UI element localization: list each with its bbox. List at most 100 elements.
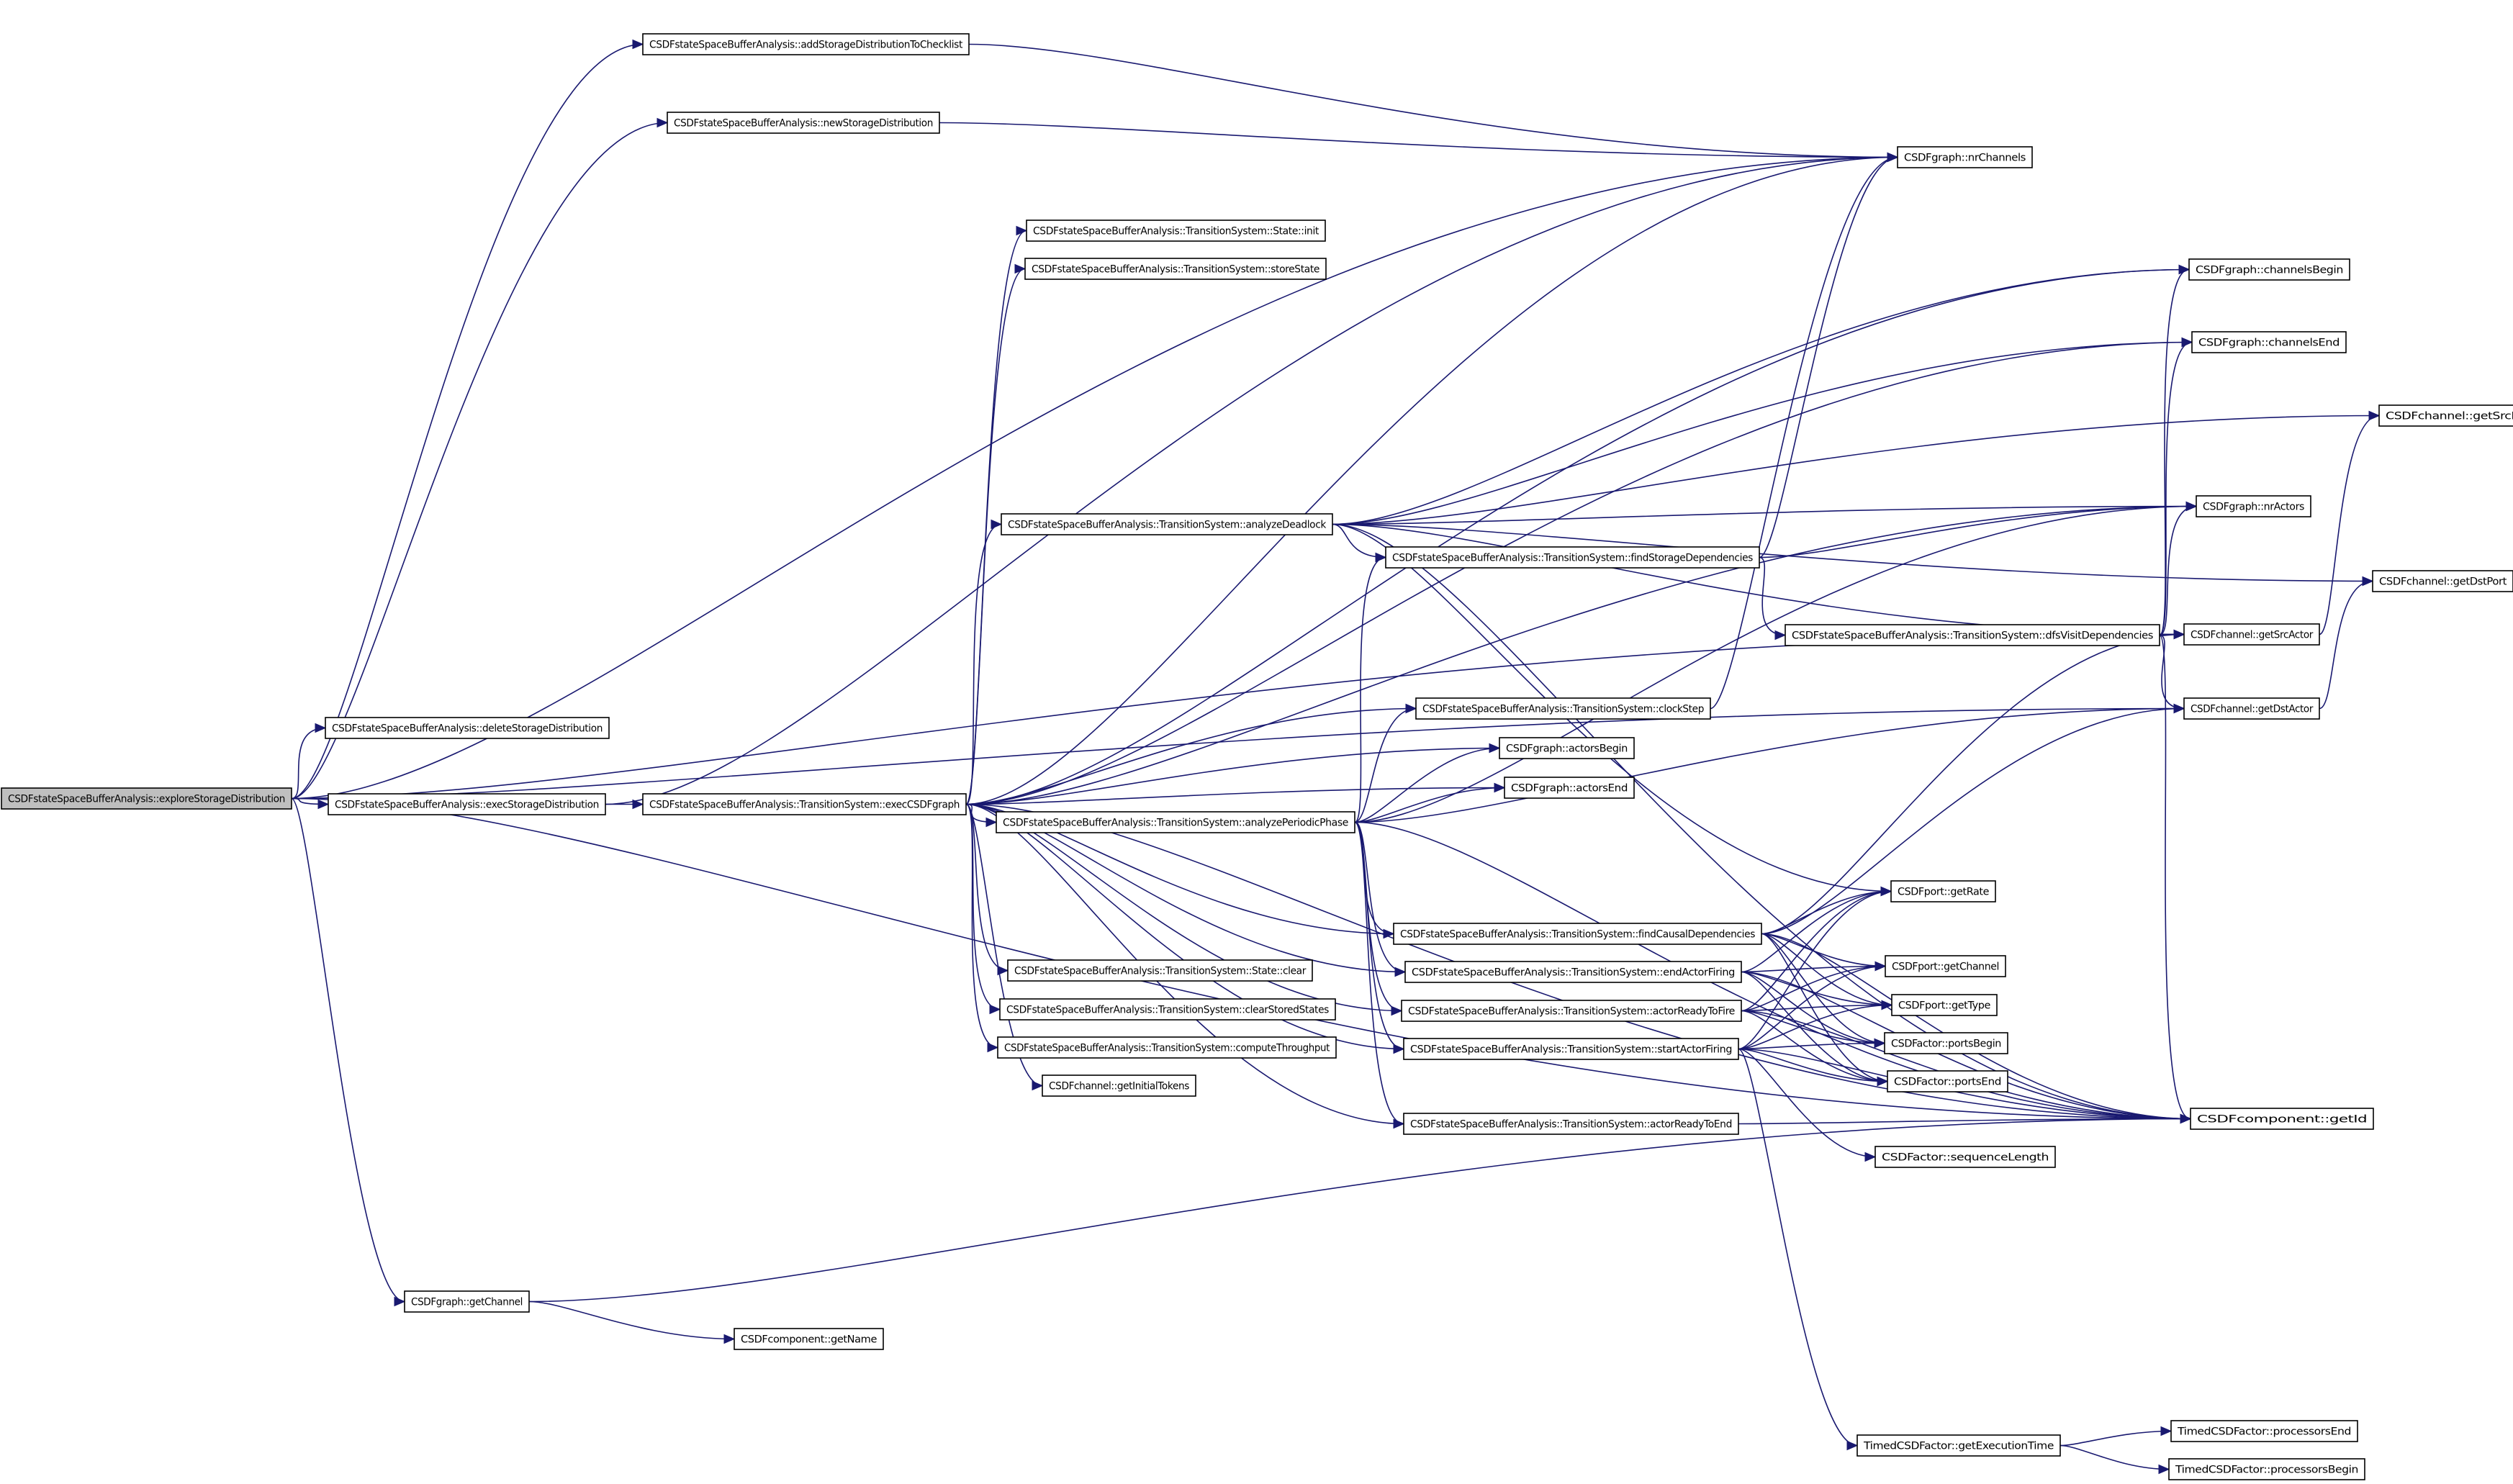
node-clockStep[interactable]: CSDFstateSpaceBufferAnalysis::Transition…: [1415, 697, 1711, 720]
node-initTokens[interactable]: CSDFchannel::getInitialTokens: [1042, 1074, 1196, 1097]
node-findCausal[interactable]: CSDFstateSpaceBufferAnalysis::Transition…: [1393, 923, 1762, 945]
node-label: CSDFstateSpaceBufferAnalysis::Transition…: [1006, 1005, 1329, 1016]
edge-dfsVisit-to-channelsEnd: [2159, 341, 2193, 636]
edge-execCSDF-to-channelsBegin: [965, 268, 2190, 805]
node-stateInit[interactable]: CSDFstateSpaceBufferAnalysis::Transition…: [1026, 220, 1326, 242]
node-box: [1785, 624, 2160, 646]
node-getSrcPort[interactable]: CSDFchannel::getSrcPort: [2378, 404, 2513, 427]
node-label: CSDFactor::portsBegin: [1891, 1039, 2001, 1050]
node-label: CSDFchannel::getInitialTokens: [1049, 1081, 1189, 1092]
edge-execCSDF-to-nrActors: [965, 505, 2197, 805]
node-pGetChannel[interactable]: CSDFport::getChannel: [1885, 955, 2006, 977]
node-analyzePeriodic[interactable]: CSDFstateSpaceBufferAnalysis::Transition…: [996, 811, 1355, 833]
edge-getDstActor-to-getDstPort: [2319, 580, 2373, 710]
node-explore[interactable]: CSDFstateSpaceBufferAnalysis::exploreSto…: [1, 787, 292, 810]
node-box: [328, 793, 606, 815]
node-getDstPort[interactable]: CSDFchannel::getDstPort: [2372, 570, 2513, 592]
node-procEnd[interactable]: TimedCSDFactor::processorsEnd: [2170, 1420, 2358, 1442]
node-label: CSDFport::getChannel: [1892, 962, 1999, 973]
edge-findCausal-to-portsBegin: [1761, 933, 1885, 1044]
node-getDstActor[interactable]: CSDFchannel::getDstActor: [2183, 697, 2320, 720]
arrowhead-icon: [1877, 1076, 1889, 1087]
node-procBegin[interactable]: TimedCSDFactor::processorsBegin: [2168, 1458, 2365, 1480]
node-gGetChannel[interactable]: CSDFgraph::getChannel: [404, 1290, 530, 1313]
node-dfsVisit[interactable]: CSDFstateSpaceBufferAnalysis::Transition…: [1785, 624, 2160, 646]
node-clearStored[interactable]: CSDFstateSpaceBufferAnalysis::Transition…: [999, 998, 1336, 1021]
arrowhead-icon: [1874, 1038, 1886, 1049]
node-label: CSDFstateSpaceBufferAnalysis::Transition…: [1032, 264, 1319, 276]
node-label: CSDFstateSpaceBufferAnalysis::newStorage…: [674, 118, 933, 130]
node-addCheck[interactable]: CSDFstateSpaceBufferAnalysis::addStorage…: [642, 33, 970, 55]
edge-explore-to-addCheck: [291, 43, 644, 800]
node-label: CSDFactor::portsEnd: [1894, 1077, 2001, 1088]
node-label: CSDFcomponent::getName: [741, 1334, 877, 1346]
node-box: [1403, 1113, 1739, 1135]
node-nrActors[interactable]: CSDFgraph::nrActors: [2196, 495, 2311, 517]
edge-execSD-to-nrChannels: [605, 156, 1898, 805]
node-box: [2188, 258, 2350, 281]
node-actorsBegin[interactable]: CSDFgraph::actorsBegin: [1499, 737, 1635, 759]
node-execSD[interactable]: CSDFstateSpaceBufferAnalysis::execStorag…: [328, 793, 606, 815]
node-box: [325, 717, 610, 739]
node-getId[interactable]: CSDFcomponent::getId: [2190, 1108, 2374, 1130]
node-analyzeDeadlock[interactable]: CSDFstateSpaceBufferAnalysis::Transition…: [1001, 513, 1333, 535]
node-portsEnd[interactable]: CSDFactor::portsEnd: [1887, 1070, 2008, 1092]
node-box: [996, 811, 1355, 833]
node-label: TimedCSDFactor::processorsEnd: [2177, 1426, 2351, 1438]
node-stateClear[interactable]: CSDFstateSpaceBufferAnalysis::Transition…: [1007, 959, 1313, 982]
arrowhead-icon: [1489, 743, 1501, 754]
node-box: [999, 998, 1336, 1021]
node-box: [1887, 1070, 2008, 1092]
node-getSrcActor[interactable]: CSDFchannel::getSrcActor: [2183, 623, 2320, 646]
edge-explore-to-nrChannels: [291, 156, 1898, 800]
arrowhead-icon: [2173, 703, 2185, 714]
nodes-layer: CSDFstateSpaceBufferAnalysis::exploreSto…: [1, 33, 2513, 1480]
node-getType[interactable]: CSDFport::getType: [1891, 994, 1998, 1016]
node-storeState[interactable]: CSDFstateSpaceBufferAnalysis::Transition…: [1024, 258, 1327, 280]
node-label: CSDFport::getType: [1898, 1000, 1990, 1012]
node-deleteSD[interactable]: CSDFstateSpaceBufferAnalysis::deleteStor…: [325, 717, 610, 739]
node-nrChannels[interactable]: CSDFgraph::nrChannels: [1897, 146, 2033, 168]
node-endFiring[interactable]: CSDFstateSpaceBufferAnalysis::Transition…: [1404, 961, 1742, 983]
node-label: CSDFgraph::channelsBegin: [2196, 265, 2343, 276]
node-seqLen[interactable]: CSDFactor::sequenceLength: [1874, 1146, 2056, 1168]
node-readyEnd[interactable]: CSDFstateSpaceBufferAnalysis::Transition…: [1403, 1113, 1739, 1135]
node-newSD[interactable]: CSDFstateSpaceBufferAnalysis::newStorage…: [667, 112, 940, 134]
node-box: [404, 1290, 530, 1313]
node-label: CSDFstateSpaceBufferAnalysis::Transition…: [1004, 1043, 1330, 1054]
node-box: [1403, 1038, 1739, 1060]
edge-analyzePeriodic-to-endFiring: [1354, 821, 1406, 973]
node-startFiring[interactable]: CSDFstateSpaceBufferAnalysis::Transition…: [1403, 1038, 1739, 1060]
node-label: CSDFstateSpaceBufferAnalysis::Transition…: [649, 800, 960, 811]
arrowhead-icon: [723, 1334, 736, 1344]
node-label: CSDFport::getRate: [1898, 887, 1989, 898]
arrowhead-icon: [997, 965, 1009, 976]
node-label: CSDFstateSpaceBufferAnalysis::Transition…: [1392, 553, 1753, 564]
edge-findCausal-to-pGetChannel: [1761, 933, 1886, 967]
node-label: CSDFchannel::getDstPort: [2379, 576, 2507, 588]
arrowhead-icon: [1383, 928, 1395, 939]
edge-analyzePeriodic-to-actorsBegin: [1354, 747, 1500, 823]
node-readyFire[interactable]: CSDFstateSpaceBufferAnalysis::Transition…: [1401, 1000, 1742, 1022]
node-getRate[interactable]: CSDFport::getRate: [1890, 880, 1996, 902]
edge-newSD-to-nrChannels: [939, 122, 1898, 158]
edge-findCausal-to-getType: [1761, 933, 1892, 1006]
arrowhead-icon: [2158, 1464, 2170, 1475]
node-findStorage[interactable]: CSDFstateSpaceBufferAnalysis::Transition…: [1385, 546, 1760, 569]
node-execCSDF[interactable]: CSDFstateSpaceBufferAnalysis::Transition…: [642, 793, 967, 815]
edge-findCausal-to-getRate: [1761, 890, 1892, 935]
edge-endFiring-to-getType: [1741, 971, 1892, 1006]
arrowhead-icon: [394, 1296, 406, 1307]
arrowhead-icon: [2362, 576, 2374, 587]
edge-analyzePeriodic-to-actorsEnd: [1354, 787, 1505, 823]
node-getName[interactable]: CSDFcomponent::getName: [734, 1328, 884, 1350]
edge-startFiring-to-portsEnd: [1738, 1048, 1888, 1082]
node-box: [997, 1036, 1337, 1059]
edge-analyzeDeadlock-to-getSrcActor: [1332, 523, 2185, 635]
node-portsBegin[interactable]: CSDFactor::portsBegin: [1884, 1032, 2008, 1054]
node-computeTp[interactable]: CSDFstateSpaceBufferAnalysis::Transition…: [997, 1036, 1337, 1059]
node-actorsEnd[interactable]: CSDFgraph::actorsEnd: [1504, 777, 1635, 799]
node-channelsEnd[interactable]: CSDFgraph::channelsEnd: [2191, 331, 2347, 353]
node-channelsBegin[interactable]: CSDFgraph::channelsBegin: [2188, 258, 2350, 281]
node-getExecTime[interactable]: TimedCSDFactor::getExecutionTime: [1856, 1434, 2061, 1457]
